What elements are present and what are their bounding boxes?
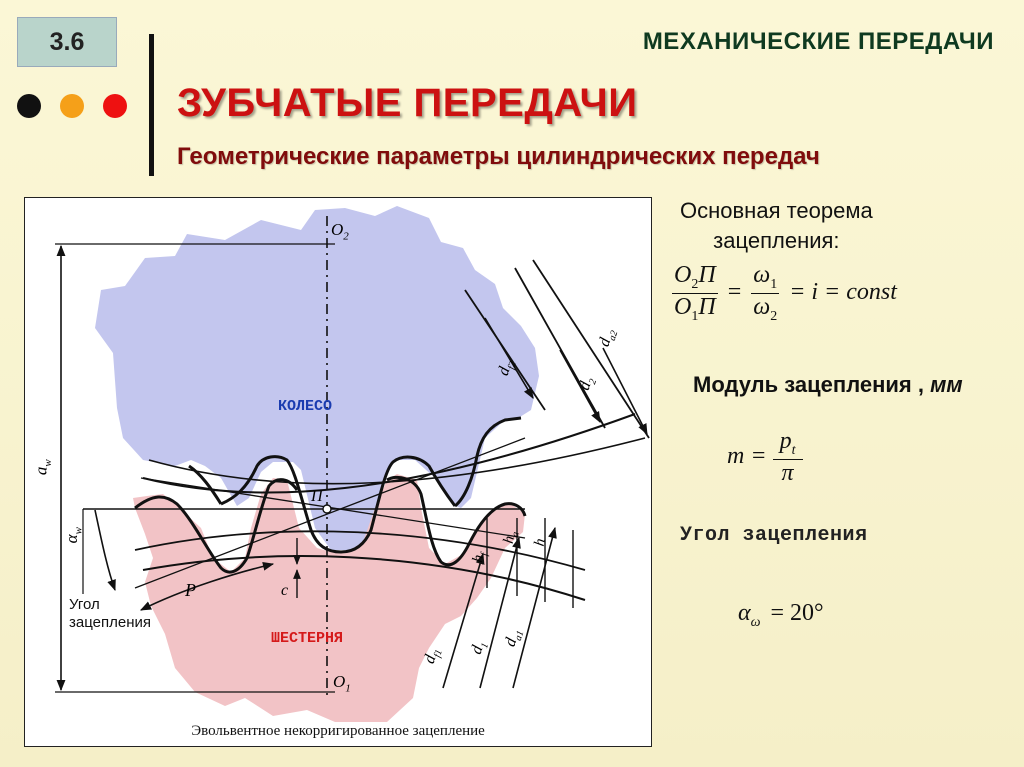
wheel-tip-arc bbox=[148, 437, 646, 485]
slide-number: 3.6 bbox=[49, 27, 85, 56]
black-dot-icon bbox=[17, 94, 41, 118]
df2-arrow bbox=[484, 317, 534, 399]
page-title: ЗУБЧАТЫЕ ПЕРЕДАЧИ bbox=[177, 81, 638, 125]
da1-arrow bbox=[512, 526, 557, 689]
o1-label: O1 bbox=[333, 672, 351, 695]
pole-point bbox=[322, 504, 332, 514]
da2-arrow bbox=[602, 347, 648, 435]
pinion-body bbox=[133, 474, 525, 722]
vertical-divider bbox=[149, 34, 154, 176]
wheel-label: КОЛЕСО bbox=[278, 398, 333, 415]
ratio-omegas: ω1 ω2 bbox=[751, 262, 780, 324]
theorem-title: Основная теорема зацепления: bbox=[680, 198, 873, 253]
gear-mesh-drawing bbox=[55, 206, 650, 722]
angle-formula: αω = 20° bbox=[738, 600, 824, 630]
section-title: МЕХАНИЧЕСКИЕ ПЕРЕДАЧИ bbox=[642, 28, 994, 55]
df1-arrow bbox=[442, 552, 485, 689]
pole-label: П bbox=[311, 488, 323, 505]
diagram-caption: Эвольвентное некорригированное зацеплени… bbox=[191, 723, 485, 739]
aw-label: aw bbox=[31, 459, 55, 476]
wheel-pitch-arc bbox=[142, 413, 636, 494]
da2-line bbox=[532, 259, 650, 439]
theorem-formula: O2П O1П = ω1 ω2 = i = const bbox=[672, 262, 897, 324]
mesh-angle-label: Угол зацепления bbox=[69, 596, 151, 631]
angle-title: Угол зацепления bbox=[680, 524, 868, 547]
red-dot-icon bbox=[103, 94, 127, 118]
d2-line bbox=[514, 267, 606, 429]
d2-arrow bbox=[559, 349, 601, 423]
gear-mesh-diagram: КОЛЕСО ШЕСТЕРНЯ O2 O1 П P c aw αw df2 d2… bbox=[24, 197, 652, 747]
pitch-arrow bbox=[139, 561, 275, 611]
orange-dot-icon bbox=[60, 94, 84, 118]
page-subtitle: Геометрические параметры цилиндрических … bbox=[177, 143, 820, 170]
alpha-label: αw bbox=[61, 527, 85, 544]
o2-label: O2 bbox=[331, 220, 349, 243]
line-of-action-2 bbox=[140, 477, 526, 539]
module-title: Модуль зацепления , мм bbox=[693, 372, 963, 397]
pinion-pitch-arc bbox=[134, 530, 586, 571]
clearance-label: c bbox=[281, 582, 289, 599]
ratio-centers: O2П O1П bbox=[672, 262, 718, 324]
alpha-arc bbox=[94, 509, 116, 592]
pinion-label: ШЕСТЕРНЯ bbox=[271, 630, 344, 647]
d1-arrow bbox=[479, 536, 521, 689]
pitch-label: P bbox=[185, 580, 196, 600]
module-formula: m = pt π bbox=[727, 428, 803, 487]
slide-number-badge: 3.6 bbox=[17, 17, 117, 67]
